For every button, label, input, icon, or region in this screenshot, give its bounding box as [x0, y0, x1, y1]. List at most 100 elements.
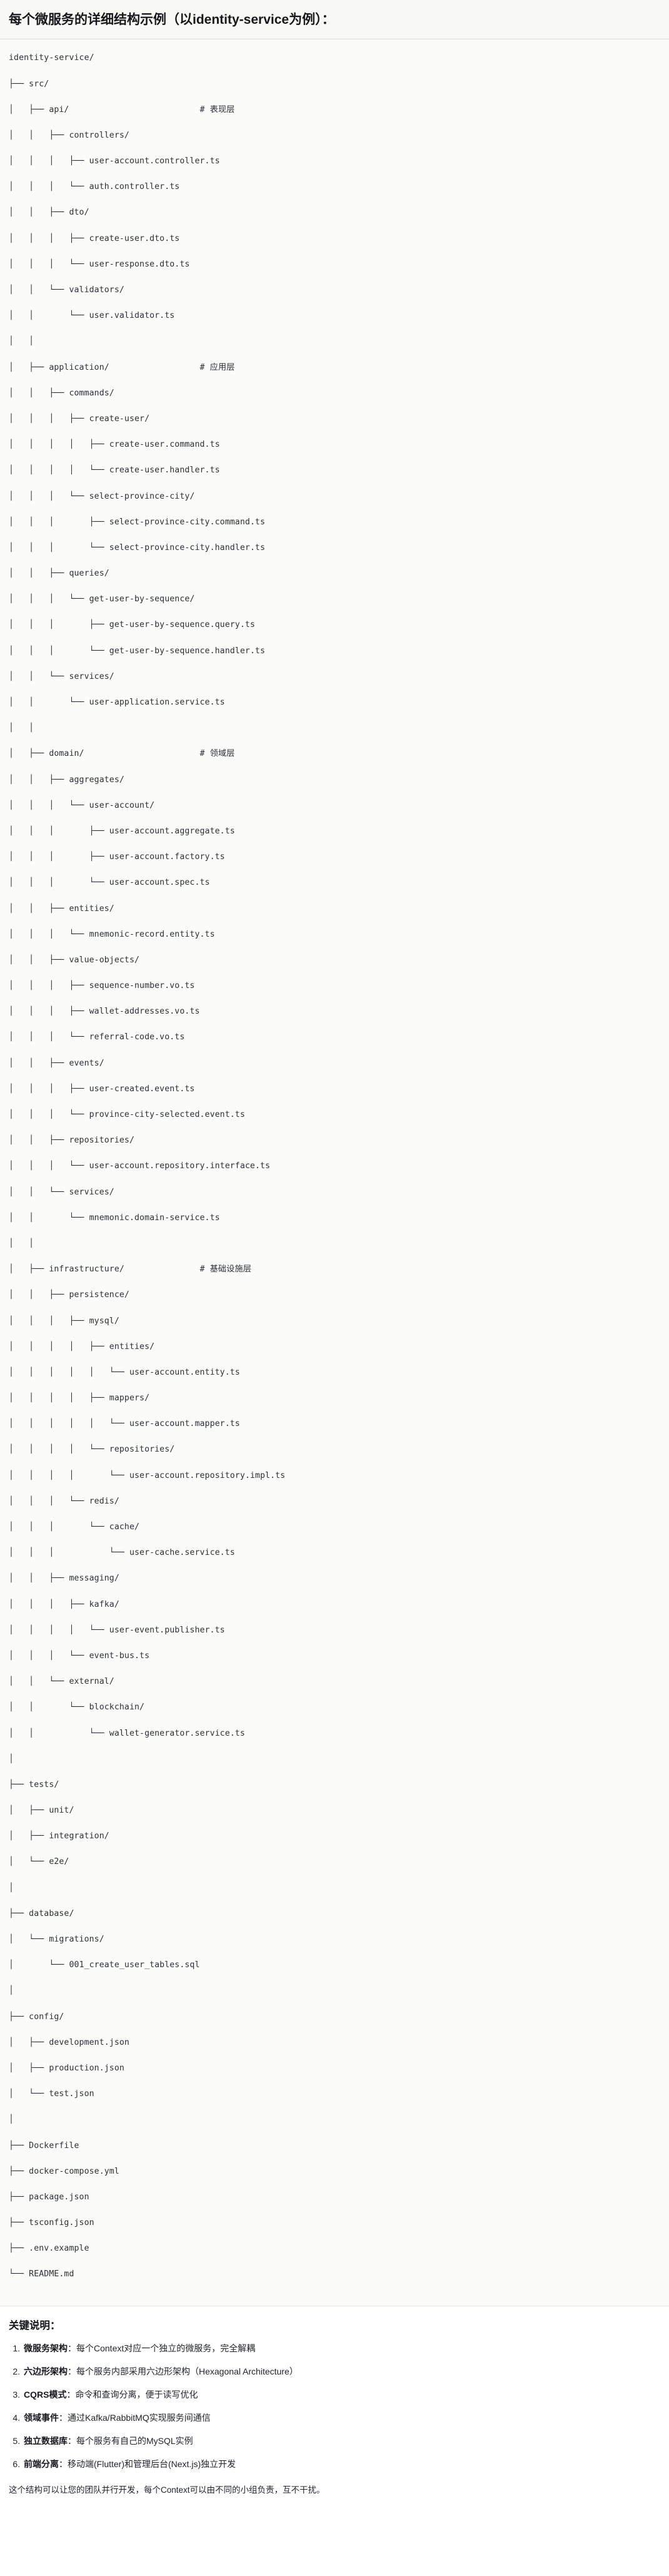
directory-tree: identity-service/ ├── src/ │ ├── api/ # …: [9, 52, 660, 2294]
tree-line: │ │ │ │ └── user-account.repository.impl…: [9, 1470, 286, 1480]
tree-line: │ │ │ │ └── user-event.publisher.ts: [9, 1625, 225, 1635]
tree-line: ├── .env.example: [9, 2244, 89, 2254]
tree-line: │ │ └── services/: [9, 671, 114, 681]
tree-line: │ │ │ └── redis/: [9, 1496, 119, 1506]
tree-line: │ │ │ └── mnemonic-record.entity.ts: [9, 929, 215, 939]
tree-line: │ │ ├── events/: [9, 1058, 104, 1068]
tree-line: │ │ │ └── auth.controller.ts: [9, 182, 180, 192]
tree-line: ├── package.json: [9, 2192, 89, 2202]
tree-line: │: [9, 1754, 14, 1764]
tree-line: │ │ │ ├── user-account.aggregate.ts: [9, 826, 235, 836]
tree-line: identity-service/: [9, 53, 94, 63]
tree-line-path: │ ├── domain/: [9, 749, 200, 759]
tree-line: │ │ │ ├── user-account.controller.ts: [9, 156, 220, 166]
tree-line: │ │ │ └── referral-code.vo.ts: [9, 1032, 185, 1042]
tree-line: │ └── migrations/: [9, 1935, 104, 1945]
key-note-description: 移动端(Flutter)和管理后台(Next.js)独立开发: [68, 2458, 236, 2469]
tree-line: │ └── e2e/: [9, 1857, 69, 1867]
tree-line: │ │ │ └── get-user-by-sequence/: [9, 594, 195, 604]
tree-line: │ │ ├── messaging/: [9, 1574, 119, 1584]
key-note-description: 每个Context对应一个独立的微服务，完全解耦: [76, 2343, 256, 2353]
tree-line: ├── tests/: [9, 1779, 59, 1789]
tree-line: │ │ │ ├── user-account.factory.ts: [9, 852, 225, 862]
code-block: identity-service/ ├── src/ │ ├── api/ # …: [0, 39, 669, 2306]
tree-line: │ │: [9, 1238, 34, 1248]
page-root: 每个微服务的详细结构示例（以identity-service为例）： ident…: [0, 0, 669, 2510]
tree-line: │ │ └── mnemonic.domain-service.ts: [9, 1213, 220, 1223]
tree-line: │ ├── infrastructure/ # 基础设施层: [9, 1263, 660, 1276]
tree-line: │ │ │ ├── sequence-number.vo.ts: [9, 981, 195, 991]
closing-text: 这个结构可以让您的团队并行开发，每个Context可以由不同的小组负责，互不干扰…: [9, 2485, 325, 2495]
tree-line: │ └── 001_create_user_tables.sql: [9, 1960, 200, 1970]
tree-line: │ │ │ └── cache/: [9, 1522, 140, 1532]
tree-line: │ └── test.json: [9, 2089, 94, 2099]
tree-line: │ │: [9, 723, 34, 733]
tree-line: │ │ │ └── get-user-by-sequence.handler.t…: [9, 646, 266, 656]
tree-line: │ │ ├── dto/: [9, 208, 89, 218]
tree-line: │ │ │ └── province-city-selected.event.t…: [9, 1110, 245, 1120]
tree-line: │ ├── domain/ # 领域层: [9, 748, 660, 761]
tree-line: │ ├── application/ # 应用层: [9, 362, 660, 375]
tree-line: │ │ │ └── user-account.spec.ts: [9, 878, 210, 888]
tree-line: ├── tsconfig.json: [9, 2218, 94, 2228]
tree-line: │ │ ├── value-objects/: [9, 955, 140, 965]
key-note-separator: ：: [59, 2458, 68, 2469]
tree-line: │ ├── integration/: [9, 1831, 109, 1841]
tree-line: │ │ │ └── user-account/: [9, 800, 155, 810]
tree-line: │ │ │ │ └── repositories/: [9, 1445, 175, 1455]
tree-line: │ │ ├── queries/: [9, 569, 109, 579]
tree-line: │ ├── unit/: [9, 1806, 74, 1816]
key-note-item: CQRS模式：命令和查询分离，便于读写优化: [23, 2388, 660, 2401]
tree-line-comment: # 领域层: [199, 749, 235, 759]
key-note-separator: ：: [59, 2412, 68, 2423]
tree-line: │ │ │ └── user-account.repository.interf…: [9, 1161, 271, 1171]
tree-line: │ │ │ │ ├── entities/: [9, 1341, 155, 1352]
key-note-item: 前端分离：移动端(Flutter)和管理后台(Next.js)独立开发: [23, 2458, 660, 2471]
key-note-separator: ：: [66, 2389, 76, 2400]
tree-line: │ │ │ └── user-response.dto.ts: [9, 259, 190, 269]
tree-line: │ │ │ ├── create-user/: [9, 414, 150, 424]
key-note-separator: ：: [68, 2343, 76, 2353]
tree-line: ├── docker-compose.yml: [9, 2166, 119, 2176]
tree-line: └── README.md: [9, 2269, 74, 2279]
tree-line: │ │: [9, 337, 34, 347]
tree-line: │ │ └── user-application.service.ts: [9, 698, 225, 708]
tree-line: │: [9, 1883, 14, 1893]
key-note-description: 命令和查询分离，便于读写优化: [75, 2389, 198, 2400]
tree-line-path: │ ├── api/: [9, 104, 200, 115]
key-note-item: 领域事件：通过Kafka/RabbitMQ实现服务间通信: [23, 2411, 660, 2425]
tree-line: │ │ │ │ ├── create-user.command.ts: [9, 440, 220, 450]
tree-line: │ │ └── external/: [9, 1677, 114, 1687]
key-note-description: 每个服务内部采用六边形架构（Hexagonal Architecture）: [76, 2366, 298, 2376]
key-notes-list: 微服务架构：每个Context对应一个独立的微服务，完全解耦六边形架构：每个服务…: [9, 2342, 660, 2471]
key-note-term: 领域事件: [24, 2412, 59, 2423]
tree-line-comment: # 表现层: [199, 104, 235, 115]
tree-line: │ │ │ │ ├── mappers/: [9, 1393, 150, 1403]
key-notes-section: 关键说明： 微服务架构：每个Context对应一个独立的微服务，完全解耦六边形架…: [0, 2306, 669, 2481]
key-note-term: 前端分离: [24, 2458, 59, 2469]
key-note-term: CQRS模式: [24, 2389, 67, 2400]
tree-line: │: [9, 1986, 14, 1996]
tree-line: │ │ ├── persistence/: [9, 1290, 129, 1300]
tree-line: │ │ │ ├── kafka/: [9, 1599, 119, 1609]
tree-line: │: [9, 2115, 14, 2125]
tree-line: │ │ ├── commands/: [9, 388, 114, 398]
tree-line-comment: # 应用层: [199, 362, 235, 372]
page-title: 每个微服务的详细结构示例（以identity-service为例）：: [9, 13, 335, 27]
tree-line: ├── Dockerfile: [9, 2141, 79, 2151]
tree-line: │ ├── development.json: [9, 2037, 129, 2047]
tree-line-comment: # 基础设施层: [199, 1265, 252, 1275]
tree-line: │ │ │ └── select-province-city.handler.t…: [9, 542, 266, 552]
directory-tree-content: identity-service/ ├── src/ │ ├── api/ # …: [9, 52, 660, 2281]
tree-line: │ │ ├── aggregates/: [9, 775, 124, 785]
tree-line: │ │ │ │ │ └── user-account.mapper.ts: [9, 1419, 240, 1429]
tree-line: │ ├── production.json: [9, 2063, 124, 2073]
key-note-description: 通过Kafka/RabbitMQ实现服务间通信: [68, 2412, 211, 2423]
tree-line-path: │ ├── infrastructure/: [9, 1265, 200, 1275]
closing-paragraph: 这个结构可以让您的团队并行开发，每个Context可以由不同的小组负责，互不干扰…: [0, 2480, 669, 2511]
key-note-description: 每个服务有自己的MySQL实例: [76, 2435, 193, 2446]
tree-line: │ │ │ ├── get-user-by-sequence.query.ts: [9, 620, 255, 630]
key-note-term: 独立数据库: [24, 2435, 68, 2446]
key-note-term: 六边形架构: [24, 2366, 68, 2376]
tree-line: ├── src/: [9, 79, 49, 89]
